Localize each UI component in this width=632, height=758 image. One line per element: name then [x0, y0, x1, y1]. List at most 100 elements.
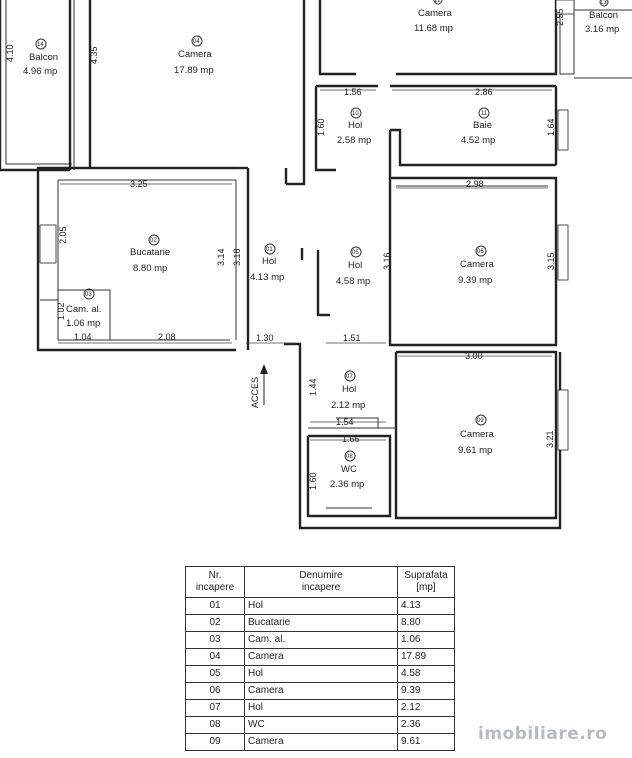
dim-label: 1.44	[308, 378, 318, 396]
room-area: 4.58 mp	[336, 276, 370, 287]
cell-area: 2.36	[397, 716, 455, 734]
cell-area: 8.80	[397, 614, 455, 632]
room-number: 06	[477, 249, 484, 255]
col-header-area: Suprafata[mp]	[397, 566, 455, 598]
room-name: Hol	[262, 256, 276, 267]
cell-name: Bucatarie	[244, 614, 398, 632]
room-area: 1.06 mp	[66, 318, 100, 329]
room-name: Camera	[418, 8, 453, 19]
cell-no: 06	[185, 682, 245, 700]
dim-label: 1.51	[343, 333, 361, 343]
room-labels: 12 Camera 11.68 mp 13 Balcon 3.16 mp 14 …	[23, 0, 619, 490]
cell-name: Camera	[244, 682, 398, 700]
dim-label: 1.30	[256, 333, 274, 343]
cell-no: 04	[185, 648, 245, 666]
room-number: 13	[600, 0, 607, 6]
cell-no: 01	[185, 597, 245, 615]
cell-no: 05	[185, 665, 245, 683]
room-area: 4.96 mp	[23, 66, 57, 77]
cell-name: Hol	[244, 665, 398, 683]
cell-name: WC	[244, 716, 398, 734]
dim-label: 3.18	[232, 248, 242, 266]
room-name: WC	[341, 464, 357, 475]
room-area: 3.16 mp	[585, 24, 619, 35]
room-name: Bucatarie	[130, 247, 170, 258]
room-name: Camera	[178, 49, 213, 60]
dim-label: 1.56	[344, 87, 362, 97]
cell-area: 2.12	[397, 699, 455, 717]
dimension-labels: 4.10 4.35 2.55 1.56 2.86 1.60 1.64 3.25 …	[5, 8, 565, 490]
room-number: 08	[346, 454, 353, 460]
room-name: Baie	[473, 120, 492, 131]
dimension-lines	[58, 89, 552, 441]
cell-area: 9.39	[397, 682, 455, 700]
room-number: 11	[481, 111, 488, 117]
cell-area: 1.06	[397, 631, 455, 649]
cell-no: 03	[185, 631, 245, 649]
cell-no: 02	[185, 614, 245, 632]
room-number: 02	[150, 238, 157, 244]
room-number: 14	[37, 42, 44, 48]
cell-no: 07	[185, 699, 245, 717]
dim-label: 1.04	[74, 332, 92, 342]
dim-label: 2.08	[158, 332, 176, 342]
room-name: Balcon	[29, 52, 58, 63]
room-area: 4.13 mp	[250, 272, 284, 283]
room-name: Camera	[460, 429, 495, 440]
room-name: Hol	[348, 260, 362, 271]
room-area: 2.58 mp	[337, 135, 371, 146]
room-area: 4.52 mp	[461, 135, 495, 146]
room-number: 10	[352, 111, 359, 117]
dim-label: 2.98	[466, 179, 484, 189]
dim-label: 1.64	[546, 118, 556, 136]
dim-label: 3.25	[130, 179, 148, 189]
cell-area: 17.89	[397, 648, 455, 666]
dim-label: 3.15	[546, 252, 556, 270]
dim-label: 1.60	[308, 472, 318, 490]
dim-label: 2.05	[58, 226, 68, 244]
room-number: 03	[85, 292, 92, 298]
dim-label: 3.14	[216, 248, 226, 266]
room-area: 9.39 mp	[458, 275, 492, 286]
room-number: 12	[434, 0, 441, 4]
room-area: 8.80 mp	[133, 263, 167, 274]
dim-label: 3.21	[545, 430, 555, 448]
cell-area: 9.61	[397, 733, 455, 751]
dim-label: 4.35	[89, 46, 99, 64]
dim-label: 2.55	[555, 8, 565, 26]
room-number: 07	[346, 374, 353, 380]
room-number: 09	[477, 418, 484, 424]
room-area: 2.36 mp	[330, 479, 364, 490]
room-area: 17.89 mp	[174, 65, 214, 76]
room-area: 11.68 mp	[414, 23, 453, 34]
watermark-logo: imobiliare.ro	[478, 724, 608, 744]
cell-area: 4.58	[397, 665, 455, 683]
dim-label: 2.86	[475, 87, 493, 97]
dim-label: 3.16	[382, 252, 392, 270]
cell-name: Camera	[244, 648, 398, 666]
room-name: Hol	[348, 120, 362, 131]
cell-name: Hol	[244, 699, 398, 717]
dim-label: 1.02	[56, 302, 66, 320]
room-number: 04	[193, 39, 200, 45]
cell-no: 09	[185, 733, 245, 751]
cell-no: 08	[185, 716, 245, 734]
entrance-arrow	[260, 364, 268, 405]
cell-area: 4.13	[397, 597, 455, 615]
room-name: Hol	[342, 384, 356, 395]
dim-label: 1.66	[342, 434, 360, 444]
cell-name: Cam. al.	[244, 631, 398, 649]
header-line: incapere	[195, 582, 235, 593]
header-line: Denumire	[299, 570, 343, 581]
dim-label: 4.10	[5, 44, 15, 62]
